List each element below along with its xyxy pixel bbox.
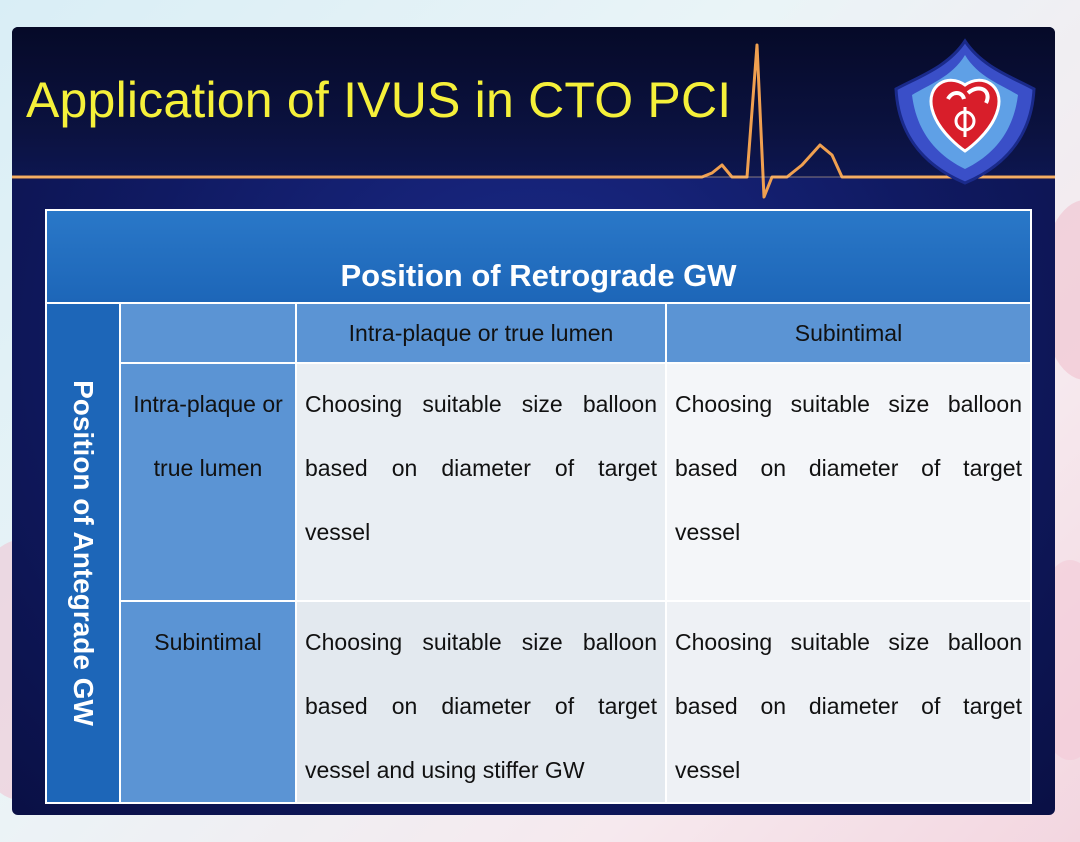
table-cell: Choosing suitable size balloon based on … xyxy=(665,362,1032,602)
column-header-intraplaque: Intra-plaque or true lumen xyxy=(295,302,667,364)
slide-title: Application of IVUS in CTO PCI xyxy=(26,72,732,128)
title-band xyxy=(12,27,1055,177)
antegrade-gw-header-text: Position of Antegrade GW xyxy=(68,380,99,726)
column-header-subintimal: Subintimal xyxy=(665,302,1032,364)
retrograde-gw-header: Position of Retrograde GW xyxy=(45,209,1032,304)
table-cell: Choosing suitable size balloon based on … xyxy=(295,600,667,804)
row-header-intraplaque: Intra-plaque or true lumen xyxy=(119,362,297,602)
ecg-line-decoration xyxy=(12,43,1055,199)
presentation-slide: Application of IVUS in CTO PCI Position … xyxy=(12,27,1055,815)
antegrade-gw-header: Position of Antegrade GW xyxy=(45,302,121,804)
row-header-subintimal: Subintimal xyxy=(119,600,297,804)
table-cell: Choosing suitable size balloon based on … xyxy=(665,600,1032,804)
table-corner-cell xyxy=(119,302,297,364)
table-cell: Choosing suitable size balloon based on … xyxy=(295,362,667,602)
ivus-application-table: Position of Retrograde GW Position of An… xyxy=(45,209,1032,804)
heart-seal-logo-icon xyxy=(894,38,1036,185)
